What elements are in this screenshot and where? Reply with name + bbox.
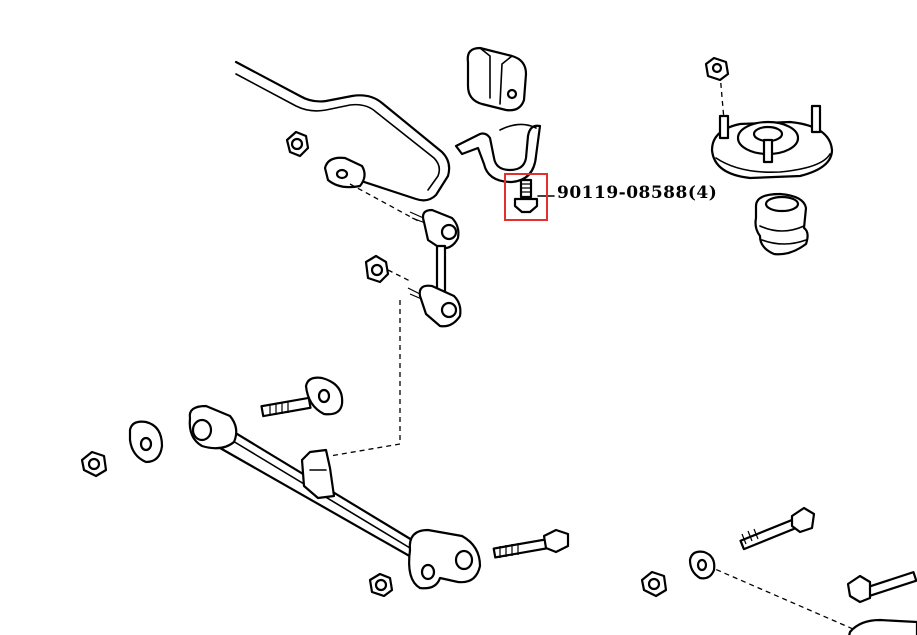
bracket-bolt	[513, 178, 539, 214]
nut-lower-right-1	[640, 570, 668, 598]
long-bolt-right	[739, 506, 816, 551]
nut-left	[80, 450, 108, 478]
guide-line-5	[719, 73, 725, 121]
stabilizer-bar	[234, 60, 451, 202]
stabilizer-link	[407, 208, 462, 328]
guide-line-2	[387, 269, 413, 283]
nut-link-lower	[364, 254, 390, 284]
mount-nut	[704, 56, 730, 82]
highlighted-part-box[interactable]	[504, 173, 548, 221]
arm-cam-bolt	[260, 376, 344, 418]
stabilizer-bushing	[466, 46, 528, 112]
guide-line-4	[707, 565, 861, 633]
bushing-bracket	[454, 123, 542, 184]
nut-upper-left	[285, 130, 310, 158]
bolt-far-right	[846, 571, 917, 604]
cam-washer-lower-right	[688, 550, 716, 580]
bump-stopper	[754, 192, 809, 256]
guide-line-3	[329, 300, 401, 457]
stabilizer-end-bracket	[323, 156, 366, 189]
cam-washer-left	[128, 420, 164, 464]
arm-outer-bolt	[492, 528, 570, 559]
arm-far-right-fragment	[848, 618, 917, 635]
part-number-callout[interactable]: 90119-08588(4)	[557, 183, 718, 203]
lateral-control-arm	[188, 404, 482, 590]
strut-upper-mount	[710, 104, 834, 180]
guide-line-1	[349, 183, 421, 223]
nut-bottom	[368, 572, 394, 598]
